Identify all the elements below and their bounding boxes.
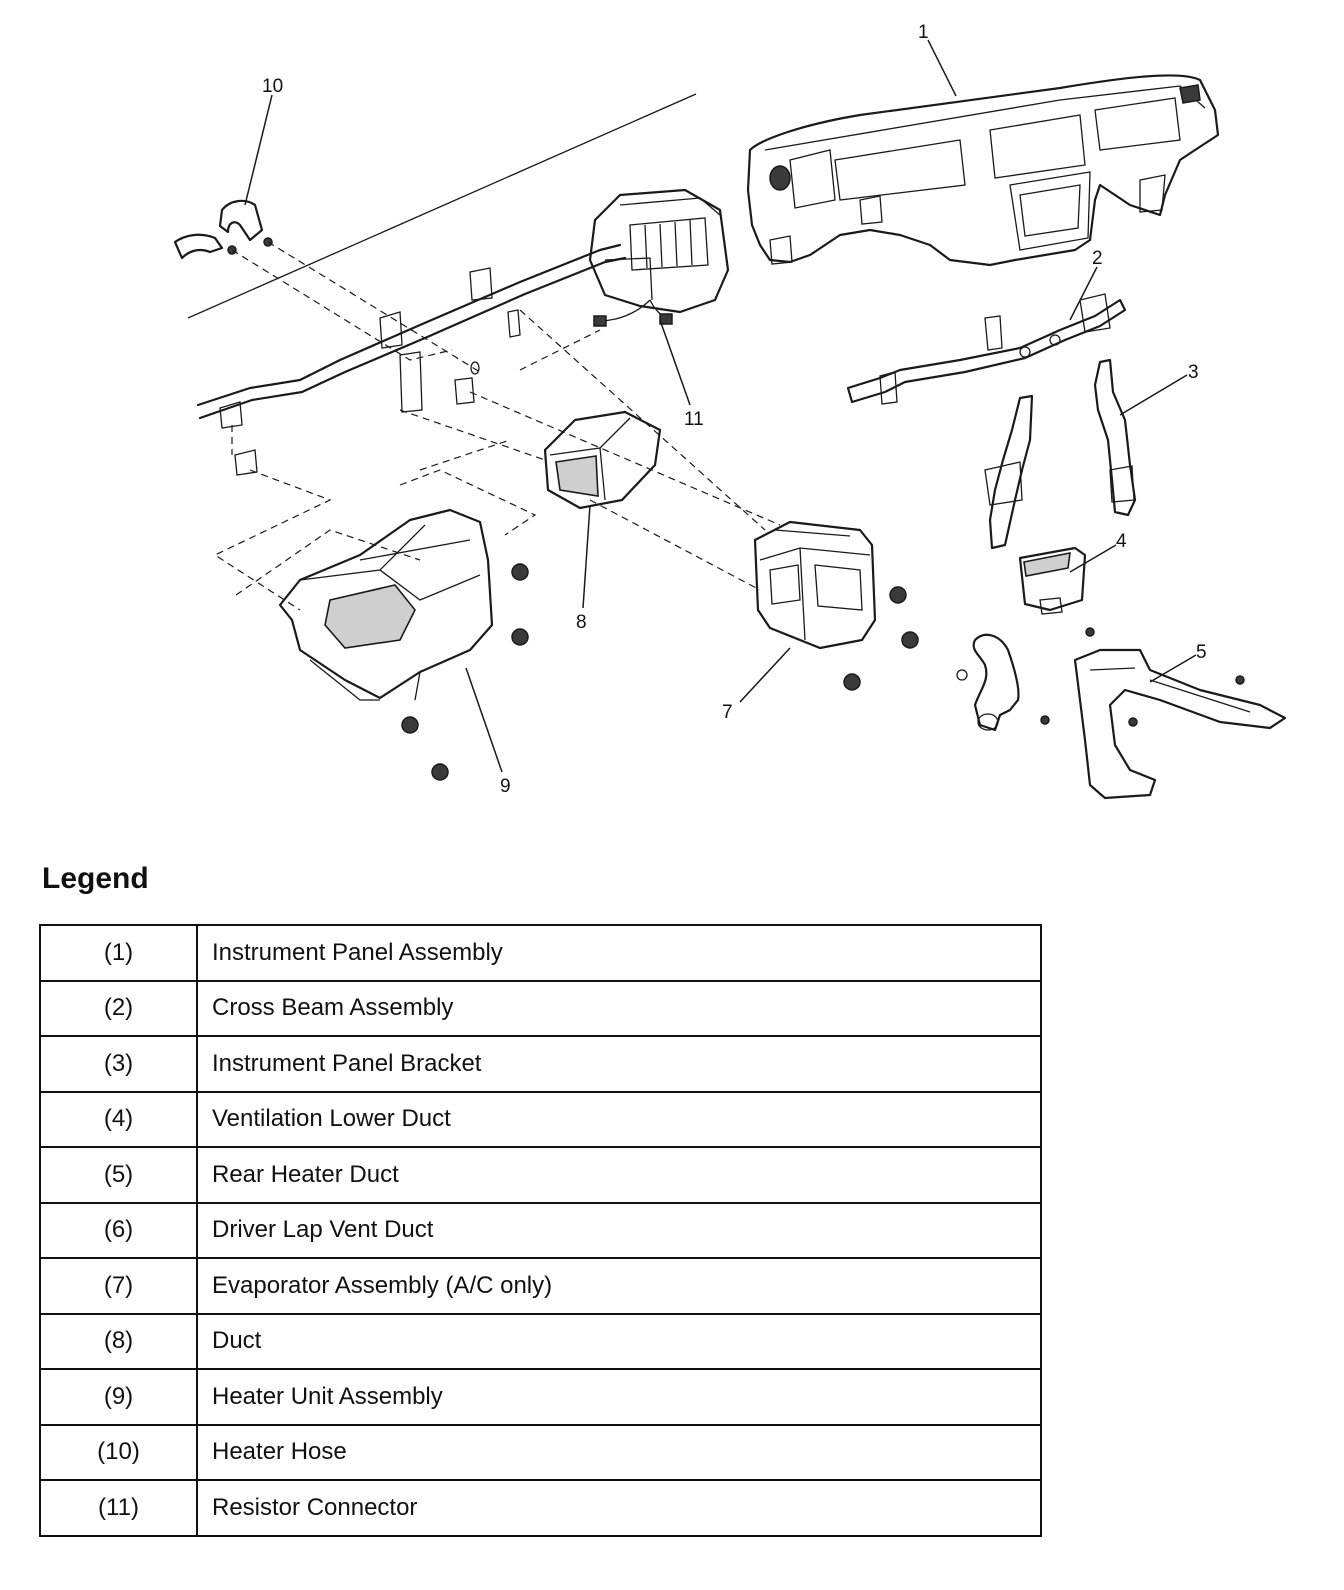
legend-description: Heater Hose bbox=[196, 1423, 1042, 1481]
legend-description: Instrument Panel Bracket bbox=[196, 1035, 1042, 1093]
legend-row: (5)Rear Heater Duct bbox=[39, 1146, 1042, 1204]
legend-number: (2) bbox=[39, 979, 198, 1037]
legend-description: Duct bbox=[196, 1312, 1042, 1370]
legend-description: Evaporator Assembly (A/C only) bbox=[196, 1257, 1042, 1315]
heater-unit-assembly bbox=[278, 508, 529, 781]
callout-1: 1 bbox=[918, 22, 929, 43]
callout-7: 7 bbox=[722, 702, 733, 723]
assembly-guide-lines bbox=[213, 241, 781, 611]
legend-row: (7)Evaporator Assembly (A/C only) bbox=[39, 1257, 1042, 1315]
legend-number: (10) bbox=[39, 1423, 198, 1481]
callout-8: 8 bbox=[576, 612, 587, 633]
callout-2: 2 bbox=[1092, 248, 1103, 269]
legend-number: (9) bbox=[39, 1368, 198, 1426]
callout-labels: 1 2 3 4 5 7 8 9 10 11 bbox=[262, 22, 1207, 797]
legend-number: (8) bbox=[39, 1312, 198, 1370]
duct bbox=[543, 410, 662, 510]
legend-description: Resistor Connector bbox=[196, 1479, 1042, 1537]
cross-beam-assembly bbox=[846, 293, 1127, 405]
legend-row: (9)Heater Unit Assembly bbox=[39, 1368, 1042, 1426]
legend-row: (3)Instrument Panel Bracket bbox=[39, 1035, 1042, 1093]
evaporator-assembly bbox=[753, 520, 919, 691]
legend-number: (6) bbox=[39, 1201, 198, 1259]
callout-9: 9 bbox=[500, 776, 511, 797]
legend-row: (2)Cross Beam Assembly bbox=[39, 979, 1042, 1037]
legend-description: Ventilation Lower Duct bbox=[196, 1090, 1042, 1148]
ventilation-lower-duct bbox=[1018, 546, 1095, 637]
callout-3: 3 bbox=[1188, 362, 1199, 383]
legend-description: Rear Heater Duct bbox=[196, 1146, 1042, 1204]
callout-leaders bbox=[244, 39, 1197, 773]
driver-lap-vent-duct bbox=[956, 633, 1020, 732]
cross-beam-pipe bbox=[196, 243, 627, 476]
legend-number: (7) bbox=[39, 1257, 198, 1315]
rear-heater-duct bbox=[1040, 648, 1287, 800]
callout-10: 10 bbox=[262, 76, 283, 97]
legend-row: (10)Heater Hose bbox=[39, 1423, 1042, 1481]
heater-hose bbox=[173, 199, 273, 260]
resistor-connector bbox=[593, 299, 673, 327]
legend-table: (1)Instrument Panel Assembly (2)Cross Be… bbox=[39, 924, 1042, 1537]
legend-number: (4) bbox=[39, 1090, 198, 1148]
instrument-panel-bracket bbox=[984, 358, 1137, 550]
callout-4: 4 bbox=[1116, 531, 1127, 552]
legend-number: (11) bbox=[39, 1479, 198, 1537]
instrument-panel-assembly bbox=[746, 74, 1220, 267]
cowl-reference-line bbox=[187, 93, 697, 319]
legend-description: Heater Unit Assembly bbox=[196, 1368, 1042, 1426]
legend-row: (8)Duct bbox=[39, 1312, 1042, 1370]
legend-number: (3) bbox=[39, 1035, 198, 1093]
legend-description: Driver Lap Vent Duct bbox=[196, 1201, 1042, 1259]
legend-row: (4)Ventilation Lower Duct bbox=[39, 1090, 1042, 1148]
legend-row: (11)Resistor Connector bbox=[39, 1479, 1042, 1537]
legend-number: (5) bbox=[39, 1146, 198, 1204]
legend-description: Cross Beam Assembly bbox=[196, 979, 1042, 1037]
legend-number: (1) bbox=[39, 924, 198, 982]
legend-row: (6)Driver Lap Vent Duct bbox=[39, 1201, 1042, 1259]
legend-description: Instrument Panel Assembly bbox=[196, 924, 1042, 982]
blower-assembly bbox=[588, 188, 730, 314]
legend-row: (1)Instrument Panel Assembly bbox=[39, 924, 1042, 982]
callout-5: 5 bbox=[1196, 642, 1207, 663]
legend-title: Legend bbox=[42, 862, 149, 895]
exploded-view-diagram: 1 2 3 4 5 7 8 9 10 11 bbox=[173, 22, 1287, 800]
callout-11: 11 bbox=[684, 409, 704, 430]
